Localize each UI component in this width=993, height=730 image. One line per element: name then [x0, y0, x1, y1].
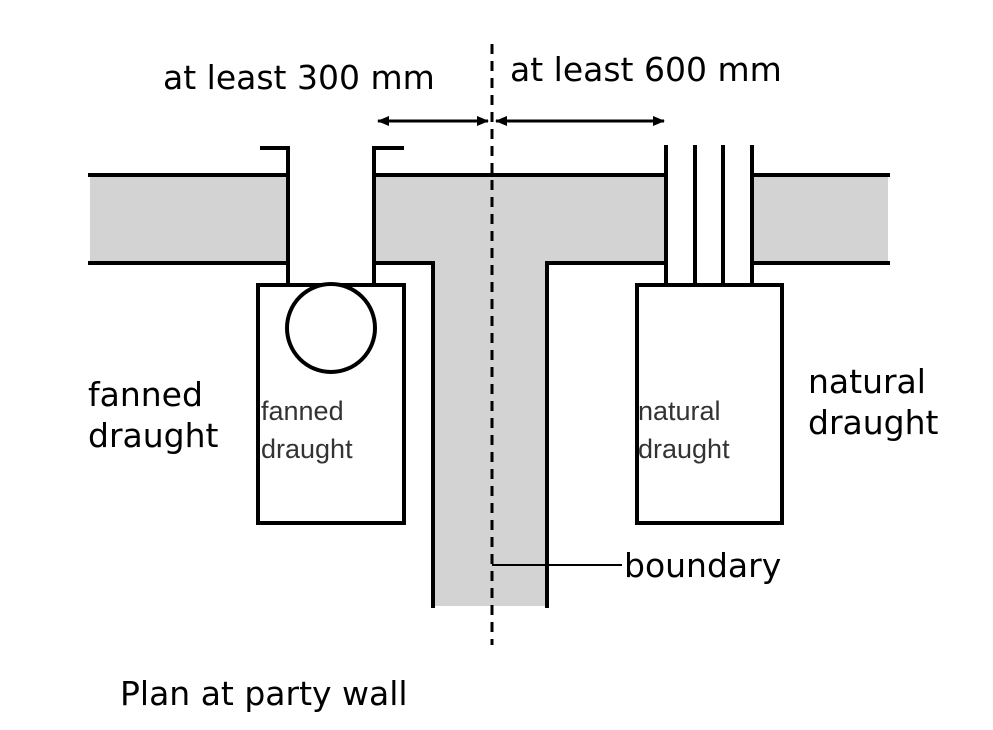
dimension-label-600: at least 600 mm	[510, 50, 782, 89]
wall-fill	[90, 175, 888, 606]
natural-draught-appliance	[635, 145, 784, 525]
right-box-label-line1: natural	[638, 396, 721, 426]
dimension-label-300: at least 300 mm	[163, 58, 435, 97]
diagram-caption: Plan at party wall	[120, 674, 408, 713]
left-box-label-line1: fanned	[261, 396, 344, 426]
fanned-draught-appliance	[256, 146, 406, 525]
left-outer-label-line1: fanned	[88, 375, 203, 414]
right-box-label-line2: draught	[638, 434, 730, 464]
fanned-flue-channel	[260, 146, 404, 284]
boundary-label: boundary	[624, 546, 781, 585]
right-outer-label-line1: natural	[808, 362, 926, 401]
left-outer-label-line2: draught	[88, 416, 219, 455]
fanned-flue-terminal	[285, 282, 377, 374]
wall	[88, 173, 890, 608]
left-box-label-line2: draught	[261, 434, 353, 464]
natural-appliance-box	[635, 283, 784, 525]
right-outer-label-line2: draught	[808, 403, 939, 442]
